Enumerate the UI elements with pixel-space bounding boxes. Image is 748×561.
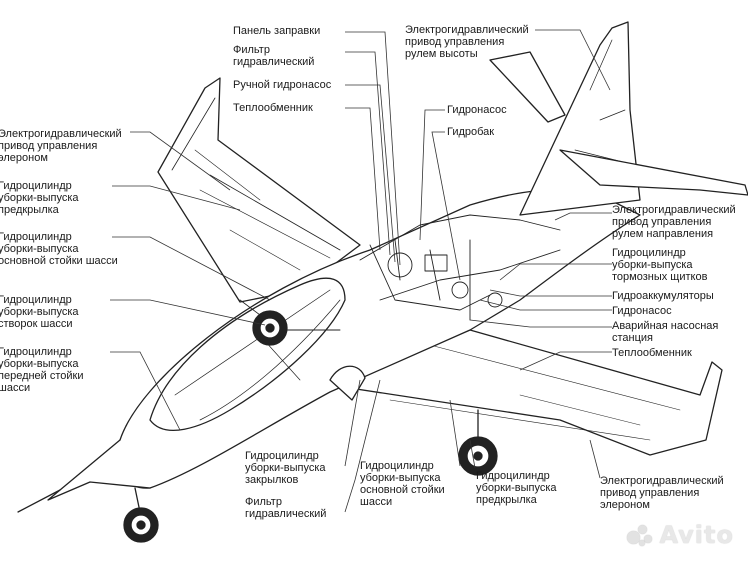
label-hand-pump: Ручной гидронасос [233, 79, 332, 91]
fuselage [116, 189, 641, 489]
main-gear-right [458, 409, 498, 476]
label-flap-cylinder: Гидроцилиндр уборки-выпуска закрылков [245, 450, 326, 486]
nose [47, 439, 151, 501]
label-gear-door-cylinder: Гидроцилиндр уборки-выпуска створок шасс… [0, 294, 79, 330]
label-elevator-actuator: Электрогидравлический привод управления … [405, 24, 529, 60]
label-heat-exchanger-right: Теплообменник [612, 347, 692, 359]
label-nose-gear-cylinder: Гидроцилиндр уборки-выпуска передней сто… [0, 346, 84, 394]
avito-logo-icon [627, 523, 653, 547]
leader-lines [110, 29, 612, 513]
engine-intake [329, 365, 366, 401]
canopy [149, 277, 346, 431]
label-heat-exchanger-top: Теплообменник [233, 102, 313, 114]
label-hydraulic-pump-right: Гидронасос [612, 305, 672, 317]
nose-gear [123, 487, 159, 543]
left-wing [157, 77, 361, 303]
pitot-tube [17, 489, 61, 513]
left-wing-slat [171, 97, 341, 251]
left-stabilizer [489, 51, 566, 123]
label-hydraulic-filter-bottom: Фильтр гидравлический [245, 496, 327, 520]
label-hydraulic-tank: Гидробак [447, 126, 495, 138]
label-rudder-actuator: Электрогидравлический привод управления … [612, 204, 736, 240]
label-main-gear-cylinder-bottom: Гидроцилиндр уборки-выпуска основной сто… [360, 460, 445, 508]
label-slat-cylinder-bottom: Гидроцилиндр уборки-выпуска предкрылка [476, 470, 557, 506]
label-main-gear-cylinder-left: Гидроцилиндр уборки-выпуска основной сто… [0, 231, 118, 267]
label-aileron-actuator-left: Электрогидравлический привод управления … [0, 128, 122, 164]
label-hydraulic-filter-top: Фильтр гидравлический [233, 44, 315, 68]
main-gear-left [252, 310, 288, 346]
label-speedbrake-cylinder: Гидроцилиндр уборки-выпуска тормозных щи… [612, 247, 708, 283]
label-hydraulic-pump-top: Гидронасос [447, 104, 507, 116]
avito-watermark: Avito [627, 521, 734, 549]
label-slat-cylinder-left: Гидроцилиндр уборки-выпуска предкрылка [0, 180, 79, 216]
right-wing [329, 329, 723, 456]
label-fuel-panel: Панель заправки [233, 25, 321, 37]
label-aileron-actuator-right: Электрогидравлический привод управления … [600, 475, 724, 511]
label-emergency-pump-station: Аварийная насосная станция [612, 320, 719, 344]
label-accumulators: Гидроаккумуляторы [612, 290, 714, 302]
avito-watermark-text: Avito [659, 521, 734, 549]
horizontal-stabilizer [559, 149, 748, 196]
